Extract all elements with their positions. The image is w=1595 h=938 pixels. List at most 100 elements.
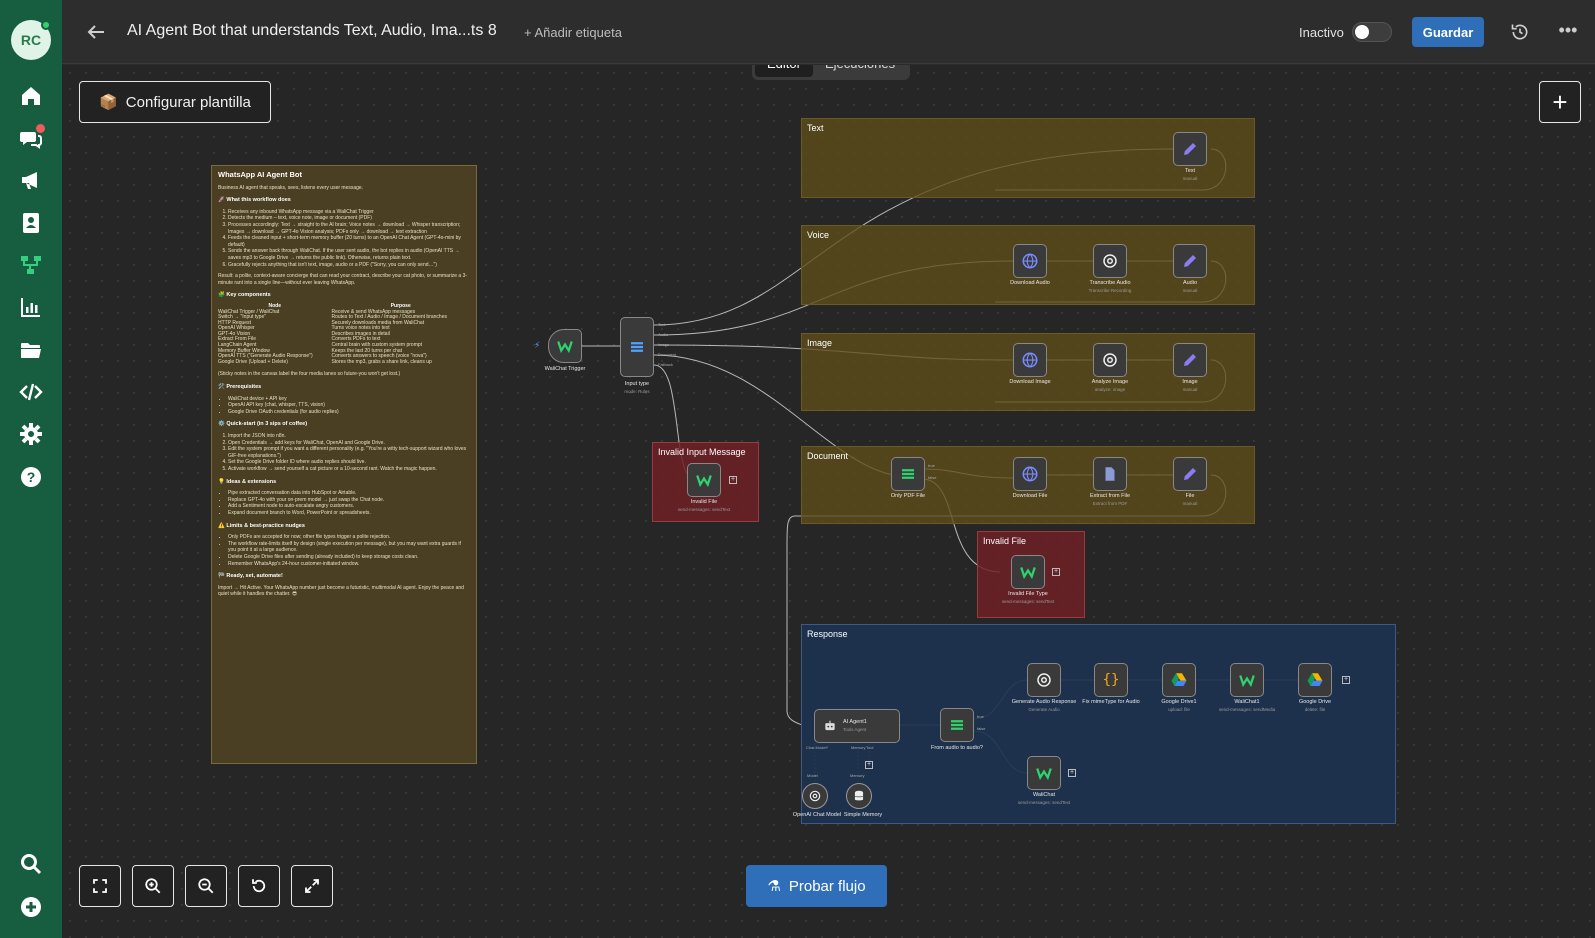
invalid-file-type-node[interactable]	[1011, 555, 1045, 589]
zoom-in-button[interactable]	[132, 865, 174, 907]
robot-icon	[825, 720, 835, 731]
walichat-icon	[557, 341, 573, 354]
output-label: true	[977, 714, 984, 719]
add-connection-icon[interactable]: +	[1068, 769, 1076, 777]
download-audio-node[interactable]	[1013, 244, 1047, 278]
undo-icon	[252, 879, 266, 893]
fit-view-button[interactable]	[79, 865, 121, 907]
fix-mimetype-node[interactable]: {}	[1094, 663, 1128, 697]
list-item: Expand document branch to Word, PowerPoi…	[228, 510, 470, 517]
table-row: OpenAI TTS ("Generate Audio Response")Co…	[218, 353, 427, 360]
port-label: Model	[807, 773, 818, 778]
extract-file-node[interactable]	[1093, 457, 1127, 491]
list-item: Processes accordingly: Text → straight t…	[228, 222, 470, 235]
save-button[interactable]: Guardar	[1412, 17, 1484, 47]
walichat1-node[interactable]	[1230, 663, 1264, 697]
fullscreen-button[interactable]	[291, 865, 333, 907]
add-icon[interactable]	[17, 893, 45, 921]
output-label: false	[977, 726, 986, 731]
output-label: Fallback	[658, 362, 673, 367]
more-options-icon[interactable]: •••	[1558, 20, 1578, 40]
port-label: Memory	[850, 773, 865, 778]
from-audio-if-node[interactable]	[940, 708, 974, 742]
download-image-node[interactable]	[1013, 343, 1047, 377]
chat-icon[interactable]	[17, 124, 45, 152]
folder-icon[interactable]	[17, 336, 45, 364]
history-icon[interactable]	[1510, 22, 1530, 42]
add-connection-icon[interactable]: +	[1342, 676, 1350, 684]
home-icon[interactable]	[17, 82, 45, 110]
walichat-icon	[1036, 768, 1052, 781]
list-item: Add a Sentiment node to auto-escalate an…	[228, 503, 470, 510]
test-flow-button[interactable]: ⚗Probar flujo	[746, 865, 887, 907]
settings-icon[interactable]	[17, 420, 45, 448]
database-icon	[854, 790, 864, 801]
zoom-out-button[interactable]	[185, 865, 227, 907]
prereq-list: WaliChat device + API key OpenAI API key…	[218, 396, 470, 416]
add-tool-icon[interactable]: +	[865, 761, 873, 769]
pencil-icon	[1184, 143, 1196, 155]
limits-list: Only PDFs are accepted for now; other fi…	[218, 534, 470, 567]
walichat-node[interactable]	[1027, 756, 1061, 790]
code-icon[interactable]	[17, 378, 45, 406]
sticky-note-main[interactable]: WhatsApp AI Agent Bot Business AI agent …	[211, 165, 477, 764]
reset-zoom-button[interactable]	[238, 865, 280, 907]
zoom-in-icon	[145, 878, 161, 894]
generate-audio-node[interactable]	[1027, 663, 1061, 697]
analyze-image-node[interactable]	[1093, 343, 1127, 377]
group-response[interactable]: Response	[801, 624, 1396, 824]
tab-executions[interactable]: Ejecuciones	[813, 65, 907, 77]
text-set-node[interactable]	[1173, 132, 1207, 166]
flows-icon[interactable]	[17, 251, 45, 279]
contacts-icon[interactable]	[17, 209, 45, 237]
online-status-dot	[41, 20, 51, 30]
globe-icon	[1022, 352, 1038, 368]
workflow-title[interactable]: AI Agent Bot that understands Text, Audi…	[127, 22, 497, 39]
sticky-ready: Import → Hit Active. Your WhatsApp numbe…	[218, 584, 464, 598]
openai-chat-model-node[interactable]	[802, 783, 828, 809]
table-row: Google Drive (Upload + Delete)Stores the…	[218, 358, 432, 365]
status-label: Inactivo	[1299, 25, 1344, 40]
list-item: Delete Google Drive files after sending …	[228, 554, 470, 561]
only-pdf-node[interactable]	[891, 457, 925, 491]
walichat-trigger-node[interactable]	[548, 329, 582, 363]
megaphone-icon[interactable]	[17, 166, 45, 194]
add-connection-icon[interactable]: +	[729, 476, 737, 484]
list-item: Import the JSON into n8n.	[228, 433, 470, 440]
add-connection-icon[interactable]: +	[1052, 568, 1060, 576]
input-type-switch-node[interactable]	[620, 317, 654, 377]
search-icon[interactable]	[17, 850, 45, 878]
google-drive1-node[interactable]	[1162, 663, 1196, 697]
template-icon: 📦	[99, 94, 118, 111]
list-item: Activate workflow → send yourself a cat …	[228, 466, 470, 473]
audio-set-node[interactable]	[1173, 244, 1207, 278]
ideas-list: Pipe extracted conversation data into Hu…	[218, 490, 470, 516]
workflow-canvas[interactable]: Editor Ejecuciones 📦Configurar plantilla…	[62, 65, 1595, 938]
active-toggle[interactable]	[1352, 22, 1392, 42]
avatar[interactable]: RC	[11, 20, 51, 60]
list-item: Pipe extracted conversation data into Hu…	[228, 490, 470, 497]
google-drive-node[interactable]	[1298, 663, 1332, 697]
invalid-file-node[interactable]	[687, 463, 721, 497]
transcribe-audio-node[interactable]	[1093, 244, 1127, 278]
walichat-icon	[696, 475, 712, 488]
simple-memory-node[interactable]	[846, 783, 872, 809]
tab-editor[interactable]: Editor	[755, 65, 813, 77]
list-item: The workflow rate-limits itself by desig…	[228, 541, 470, 554]
filter-icon	[951, 720, 963, 730]
file-set-node[interactable]	[1173, 457, 1207, 491]
back-arrow-icon[interactable]	[84, 20, 108, 44]
download-file-node[interactable]	[1013, 457, 1047, 491]
add-node-button[interactable]: +	[1539, 81, 1581, 123]
configure-template-button[interactable]: 📦Configurar plantilla	[79, 81, 271, 123]
output-label: Document	[658, 352, 677, 357]
chart-icon[interactable]	[17, 293, 45, 321]
help-icon[interactable]: ?	[17, 463, 45, 491]
add-tag-button[interactable]: + Añadir etiqueta	[524, 25, 622, 40]
port-label: Chat Model*	[806, 745, 829, 750]
image-set-node[interactable]	[1173, 343, 1207, 377]
